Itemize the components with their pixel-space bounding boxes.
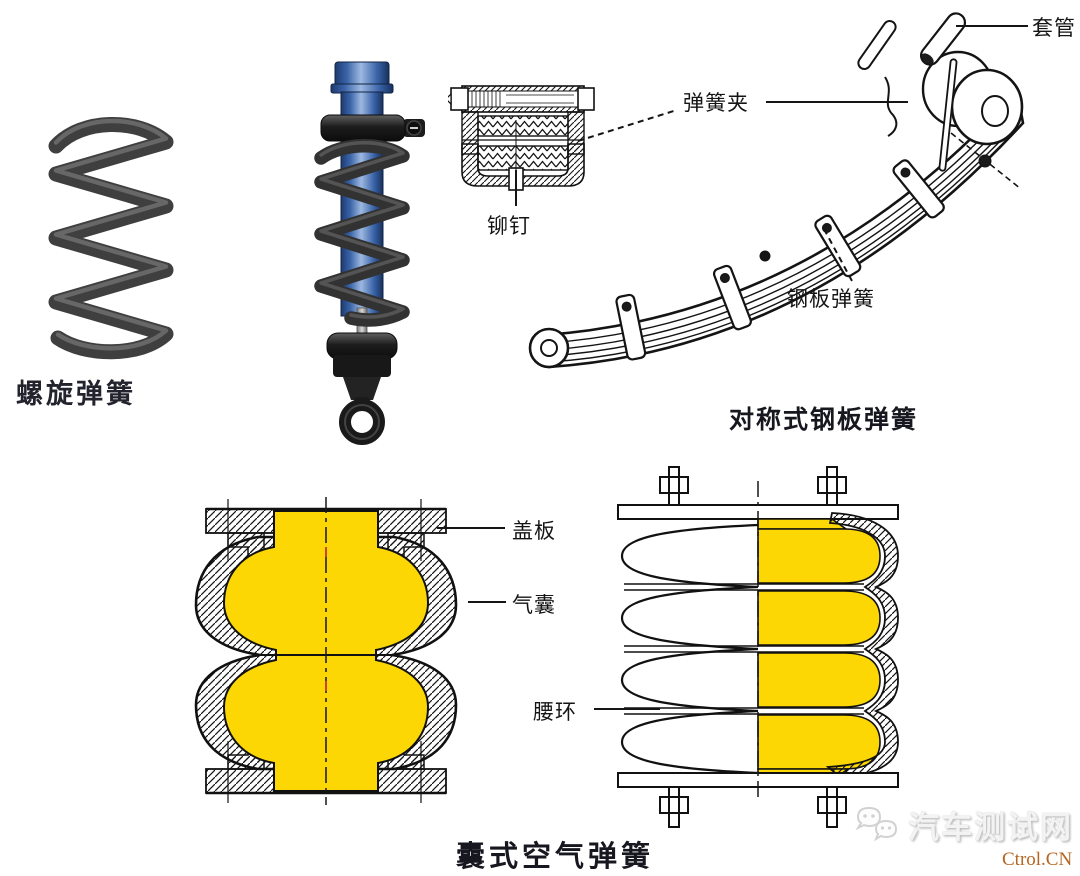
callout-rivet: 铆钉 bbox=[487, 214, 531, 238]
leader-line-air-bag bbox=[468, 601, 506, 603]
leaf-spring-title: 对称式钢板弹簧 bbox=[729, 405, 919, 434]
watermark-brand: 汽车测试网 bbox=[908, 810, 1073, 846]
leaf-spring-figure bbox=[528, 12, 1025, 369]
callout-leaf-spring: 钢板弹簧 bbox=[787, 287, 875, 311]
watermark: 汽车测试网 bbox=[854, 802, 1073, 847]
air-spring-half-view-figure bbox=[617, 466, 899, 828]
leader-line-rivet bbox=[515, 170, 517, 206]
air-spring-section-figure bbox=[194, 497, 458, 805]
coilover-shock-figure bbox=[314, 61, 425, 445]
wechat-icon bbox=[855, 806, 898, 841]
coil-spring-figure bbox=[48, 117, 174, 360]
leader-line-spring-clip bbox=[766, 101, 908, 103]
callout-sleeve: 套管 bbox=[1032, 16, 1076, 40]
callout-spring-clip: 弹簧夹 bbox=[683, 91, 749, 115]
callout-air-bag: 气囊 bbox=[512, 593, 556, 617]
leader-line-waist-ring bbox=[594, 708, 660, 710]
leader-line-sleeve bbox=[956, 25, 1028, 27]
air-spring-title: 囊式空气弹簧 bbox=[456, 839, 655, 873]
spring-clip-detail-figure bbox=[448, 85, 595, 206]
callout-waist-ring: 腰环 bbox=[533, 700, 577, 724]
callout-cover-plate: 盖板 bbox=[512, 519, 556, 543]
watermark-domain: Ctrol.CN bbox=[1002, 849, 1073, 870]
coil-spring-title: 螺旋弹簧 bbox=[16, 379, 136, 410]
leader-line-cover-plate bbox=[437, 527, 505, 529]
